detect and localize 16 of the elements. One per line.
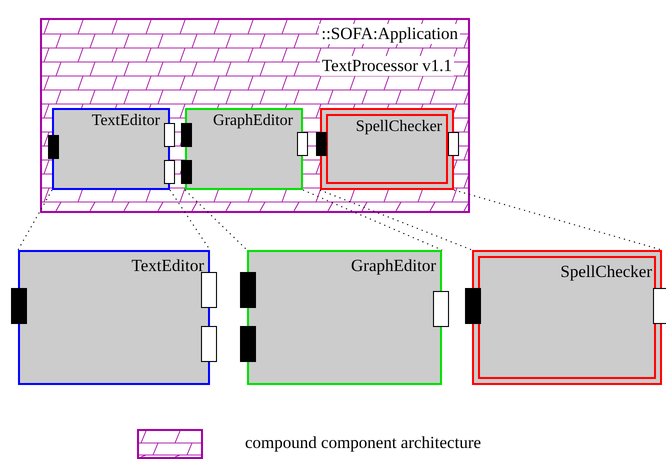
legend-label: compound component architecture [245, 433, 482, 453]
zoom-line [320, 190, 472, 250]
compound-component-box [40, 18, 470, 213]
component-name: SpellChecker [356, 118, 442, 136]
zoom-line [170, 190, 210, 250]
component-name: SpellChecker [560, 262, 652, 282]
component-name: TextEditor [132, 256, 204, 276]
component-name: GraphEditor [351, 256, 436, 276]
zoom-line [454, 190, 662, 250]
component-name: TextProcessor v1.1 [320, 56, 454, 76]
zoom-line [302, 190, 442, 250]
zoom-line [18, 190, 52, 250]
component-type-label: ::SOFA:Application [319, 24, 460, 44]
zoom-line [184, 190, 248, 250]
component-name: TextEditor [92, 112, 160, 130]
component-name: GraphEditor [213, 112, 293, 130]
